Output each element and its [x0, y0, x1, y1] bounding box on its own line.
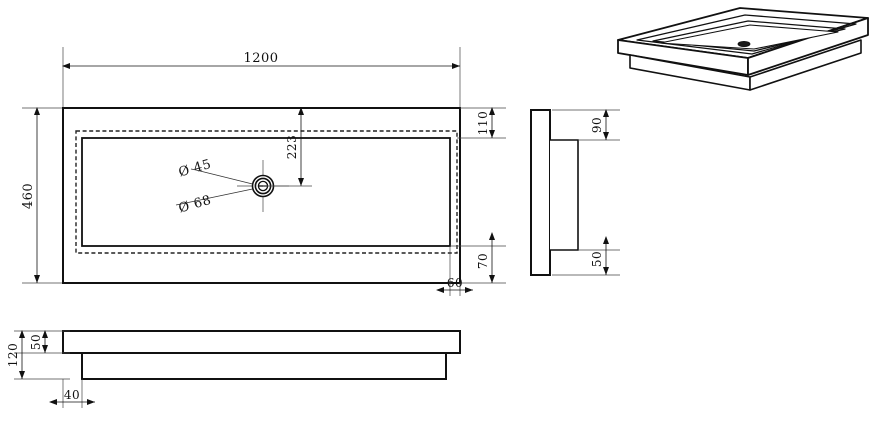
dimension-side-upper: 90 — [590, 109, 609, 140]
dimension-overall-width: 460 — [21, 107, 40, 283]
dimension-front-step: 40 — [49, 388, 95, 405]
top-view-hidden-rim-outline — [75, 130, 458, 254]
iso-rim-step-1 — [636, 14, 857, 55]
dimension-overall-length: 1200 — [62, 51, 460, 69]
side-view-body — [550, 139, 579, 251]
iso-drain-icon — [737, 41, 751, 48]
iso-apron-right — [749, 39, 862, 91]
iso-bowl-opening — [652, 20, 846, 52]
side-view-fascia — [530, 109, 551, 276]
dimension-label-70: 70 — [476, 253, 490, 269]
dimension-label-223: 223 — [285, 135, 299, 159]
top-view-group: 1200 460 — [21, 47, 506, 296]
dimension-label-120: 120 — [6, 343, 20, 367]
dimension-label-60: 60 — [447, 276, 463, 290]
dimension-label-110: 110 — [476, 111, 490, 135]
dimension-label-1200: 1200 — [243, 51, 278, 66]
front-view-top-slab — [62, 330, 461, 354]
dimension-rim-bottom: 70 — [450, 232, 506, 284]
dimension-label-50-front: 50 — [29, 334, 43, 350]
front-view-lower-block — [81, 352, 447, 380]
dimension-front-slab: 50 — [29, 330, 48, 353]
dimension-rim-top: 110 — [457, 107, 506, 139]
side-view-group: 90 50 — [530, 109, 620, 276]
dimension-label-460: 460 — [21, 183, 36, 209]
front-view-group: 120 50 40 — [6, 330, 461, 408]
dimension-label-40: 40 — [64, 388, 80, 402]
dimension-label-50-side: 50 — [590, 251, 604, 267]
isometric-view-group — [617, 7, 869, 91]
dimension-label-90: 90 — [590, 117, 604, 133]
iso-bowl-floor — [659, 24, 839, 50]
dimension-rim-right: 60 — [436, 246, 473, 296]
dimension-drain-offset: 223 — [263, 107, 312, 187]
dimension-front-height: 120 — [6, 330, 25, 379]
dimension-side-lower: 50 — [590, 236, 609, 275]
